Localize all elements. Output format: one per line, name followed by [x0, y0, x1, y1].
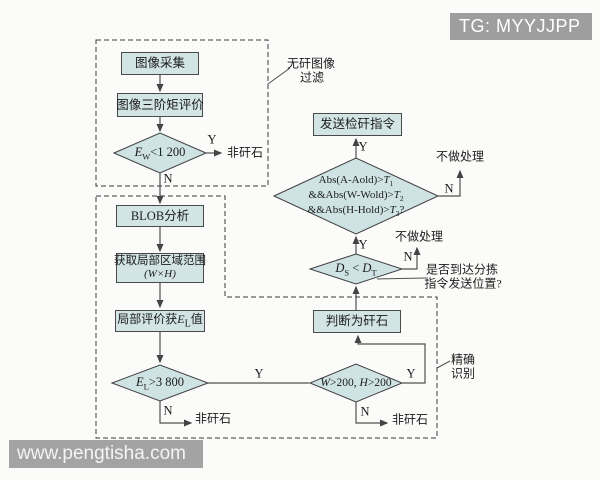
site-watermark-bar: www.pengtisha.com [9, 440, 203, 468]
decision-abs-line1: Abs(A-Aold)>T1 [318, 173, 394, 189]
decision-el-label: EL>3 800 [135, 374, 185, 392]
arrow-abs-no-noaction [438, 169, 464, 197]
node-get-region: 获取局部区域范围 (W×H) [114, 253, 206, 283]
node-image-capture-label: 图像采集 [134, 56, 185, 71]
branch-no-ds: N [403, 249, 413, 264]
node-local-eval: 局部评价获EL值 [115, 310, 205, 332]
label-no-action-2: 不做处理 [394, 229, 444, 244]
label-no-action-1: 不做处理 [435, 149, 485, 164]
node-third-moment-eval-label: 图像三阶矩评价 [116, 97, 204, 112]
label-precise-line2: 识别 [450, 366, 476, 381]
label-not-gangue-3: 非矸石 [391, 412, 429, 427]
label-filter-line1: 无矸图像 [286, 56, 336, 71]
node-blob-analysis-label: BLOB分析 [130, 208, 190, 223]
decision-abs-line3: &&Abs(H-Hold)>T3? [307, 203, 405, 219]
decision-ew-label: EW<1 200 [134, 144, 186, 162]
arrow-ds-no-noaction [402, 246, 421, 270]
node-image-capture: 图像采集 [121, 52, 199, 75]
group-precise-border [95, 195, 438, 439]
label-filter-line2: 过滤 [299, 70, 325, 85]
leader-filter-label [267, 67, 291, 85]
leader-precise-label [436, 360, 451, 369]
decision-wh-label: W>200, H>200 [320, 377, 392, 389]
arrow-wh-no-notgangue [355, 402, 389, 427]
node-get-region-line1: 获取局部区域范围 [114, 255, 206, 268]
label-not-gangue-1: 非矸石 [226, 145, 264, 160]
label-position-line1: 是否到达分拣 [425, 262, 499, 277]
branch-yes-ds: Y [358, 237, 368, 252]
label-precise-line1: 精确 [450, 352, 476, 367]
branch-yes-abs: Y [358, 139, 368, 154]
branch-no-ew: N [163, 171, 173, 186]
label-not-gangue-2: 非矸石 [194, 411, 232, 426]
branch-no-el: N [163, 403, 173, 418]
group-filter-border [95, 39, 269, 187]
tg-watermark-banner: TG: MYYJJPP [450, 13, 592, 40]
arrow-wh-yes-to-judge [354, 334, 426, 384]
node-local-eval-label: 局部评价获EL值 [117, 311, 203, 329]
branch-yes-wh: Y [406, 366, 416, 381]
decision-ds-label: DS < DT [335, 260, 377, 278]
node-judge-gangue-label: 判断为矸石 [325, 314, 389, 329]
node-send-command-label: 发送检矸指令 [319, 117, 395, 132]
label-position-line2: 指令发送位置? [424, 276, 502, 291]
arrow-el-no-notgangue [159, 401, 193, 427]
node-get-region-line2: (W×H) [144, 268, 176, 281]
leader-position-label [376, 277, 427, 280]
site-watermark-text: www.pengtisha.com [17, 443, 186, 464]
decision-abs-line2: &&Abs(W-Wold)>T2 [308, 188, 404, 204]
node-third-moment-eval: 图像三阶矩评价 [116, 93, 204, 117]
node-blob-analysis: BLOB分析 [116, 205, 204, 227]
tg-watermark-text: TG: MYYJJPP [459, 16, 581, 36]
branch-yes-ew: Y [207, 132, 217, 147]
node-judge-gangue: 判断为矸石 [313, 310, 401, 333]
branch-yes-el: Y [254, 366, 264, 381]
branch-no-abs: N [444, 181, 454, 196]
node-send-command: 发送检矸指令 [313, 113, 402, 136]
branch-no-wh: N [360, 404, 370, 419]
